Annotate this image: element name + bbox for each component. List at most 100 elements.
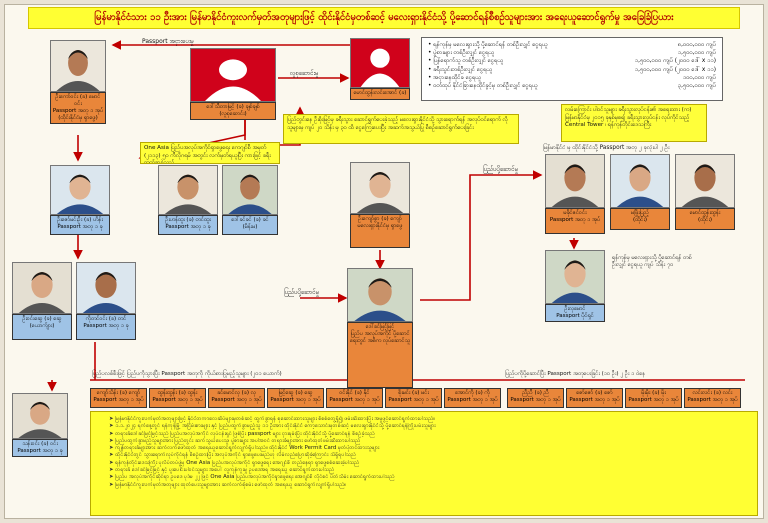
person-name: သန်းဝင်း (ခ) ဝင်း — [22, 441, 58, 447]
person-info: Passport ပိုင်ရှင် — [556, 313, 594, 319]
holder-info: Passport အတု ၁ အုပ် — [687, 397, 738, 403]
holder-info: Passport အတု ၁ အုပ် — [329, 397, 380, 403]
arrow-label-seized: ပြည်ပပို့ဆောင်မှု — [284, 289, 320, 296]
holder-info: Passport အတု ၁ အုပ် — [569, 397, 620, 403]
person-name: ကိုတင်ဝင်း (ခ) တင် — [85, 316, 127, 322]
person-label-p-right-2: မဖြိုးပြည့်(ထိုင်း) — [610, 208, 670, 230]
holder-name: ခင်မောင်လှ (ခ) လှ — [217, 390, 256, 396]
person-photo-p-center-top — [350, 162, 410, 214]
passport-holder-box: ညီညီ (ခ) ညီPassport အတု ၁ အုပ် — [507, 388, 564, 408]
bottom-note-item: တရားခံ ဒေါ်ခင်မြင့်မြင့် နှင့် ပူးပေါင်း… — [109, 467, 751, 474]
person-info: Passport အတု ၁ ခု — [17, 448, 63, 454]
person-info: Passport အတု ၁ ခု — [57, 224, 103, 230]
amount-row: ရန်ကုန်မှ မလေးရှားသို့ ပို့ဆောင်ရန် တစ်ဦ… — [428, 41, 716, 49]
top-right-note: လမ်းကြောင်း ပါဝင်သူများ ခရီးသွားလုပ်ငန်း… — [561, 104, 707, 142]
amount-label: ဝတ်ထုပ် နိုင်ငံခြားနေထိုင်ခွင့်မှ တစ်ဦးလ… — [428, 82, 537, 90]
person-label-p-top-left: ဦးကော်ဝင်း (ခ) မောင်ဝင်းPassport အတု ၁ အ… — [50, 92, 106, 124]
person-name: ဦးလှမောင် — [564, 306, 586, 312]
person-label-p-right-low: ဦးလှမောင်Passport ပိုင်ရှင် — [545, 304, 605, 322]
one-asia-note: One Asia ပြည်ပအလုပ်အကိုင်ရှာဖွေရေး ကေဂျင… — [140, 142, 280, 164]
holder-name: မိုးမိုး (ခ) မိုး — [641, 390, 666, 396]
amount-label: ပွဲစားများ တစ်ဦးလျှင် ငွေရယူ — [428, 49, 494, 57]
person-name: မောင်ထွန်းလင်းအောင် (ခ) — [353, 90, 407, 96]
person-info: (ထိုင်း) — [697, 217, 713, 223]
holder-info: Passport အတု ၁ အုပ် — [270, 397, 321, 403]
bottom-note-item: ကျန်တရားခံများအား ဆက်လက်ဖော်ထုတ် အရေးယူဆ… — [109, 445, 751, 452]
person-photo-bottom-left — [12, 393, 68, 439]
holder-info: Passport အတု ၁ အုပ် — [447, 397, 498, 403]
amount-label: ပြန်ရောက်သူ တစ်ဦးလျှင် ငွေရယူ — [428, 57, 503, 65]
amount-row: ဝတ်ထုပ် နိုင်ငံခြားနေထိုင်ခွင့်မှ တစ်ဦးလ… — [428, 82, 716, 90]
person-label-p-mid-b: ဒေါ်ခင်ခင် (ခ) ခင်(မိန်းမ) — [222, 215, 278, 235]
person-label-p-center-top: ဦးကျော်စွာ (ခ) ကျော်မလေးရှားနိုင်ငံမှ ရှ… — [350, 214, 410, 248]
holder-info: Passport အတု ၁ အုပ် — [388, 397, 439, 403]
amount-label: အငှားနေထိုင်ခ ငွေရယူ — [428, 74, 481, 82]
person-label-p-mid-left: ဦးဇော်မင်းဦး (ခ) ဟိန်းPassport အတု ၁ ခု — [50, 215, 110, 235]
bottom-notes-list: မြန်မာနိုင်ငံကူးလက်မှတ်အတုများဖြင့် နိုင… — [101, 416, 751, 489]
person-info: Passport အတု ၁ ခု — [83, 323, 129, 329]
holder-name: ကျော်သိန်း (ခ) ကျော် — [96, 390, 141, 396]
passport-holder-box: လင်းလင်း (ခ) လင်းPassport အတု ၁ အုပ် — [684, 388, 741, 408]
bottom-note-item: ၁.၁.၂၀၂၄ ရက်နေ့တွင် ရန်ကုန်မြို့ အငြိမ်း… — [109, 423, 751, 430]
person-photo-p-low-1 — [12, 262, 72, 314]
person-name: ဒေါ်သီတာမြင့် (ခ) ချစ်ချစ် — [206, 104, 260, 110]
amount-value: ၁,၅၀၀,၀၀၀ ကျပ် (၂၀၀၀ ဒေါ် x ၁၁) — [634, 66, 716, 73]
bottom-note-item: တရားခံဒေါ်ခင်မြင့်မြင့်သည် ပြည်ပအလုပ်အကိ… — [109, 431, 751, 438]
person-label-p-right-1: မခိုင်ဇင်ဝင်းPassport အတု ၁ အုပ် — [545, 208, 605, 234]
line-center-to-right — [420, 170, 543, 301]
passport-holder-box: စိုးမင်း (ခ) မင်းPassport အတု ၁ အုပ် — [385, 388, 442, 408]
bottom-note-item: ထိုင်းနိုင်ငံတွင် သွားရောက်လုပ်ကိုင်ရန် … — [109, 452, 751, 459]
bottom-note-item: ပြည်ပ အလုပ်အကိုင်ဆိုင်ရာ ဥပဒေ ပုဒ်မ ၂၂ ဖ… — [109, 474, 751, 481]
person-info: ပြည်ပ အလုပ်အကိုင် ပို့ဆောင်ရေးတွင် အဓိက … — [350, 331, 410, 344]
bottom-note-item: မြန်မာနိုင်ငံကူးလက်မှတ်အတုများ ထုတ်ပေးသူ… — [109, 482, 751, 489]
person-info: (ယောက်ျား) — [29, 323, 55, 329]
person-info: (မိန်းမ) — [242, 224, 258, 230]
bottom-note-item: ရန်ကုန်တိုင်းဒေသကြီး ပုလိပ်တပ်ဖွဲ့မှ One… — [109, 460, 751, 467]
person-label-bottom-left: သန်းဝင်း (ခ) ဝင်း Passport အတု ၁ ခု — [12, 439, 68, 457]
person-photo-p-top-center — [190, 48, 276, 102]
holder-info: Passport အတု ၁ အုပ် — [628, 397, 679, 403]
amount-value: ၁,၅၀၀,၀၀၀ ကျပ် (၂၀၀၀ ဒေါ် x ၁၁) — [634, 58, 716, 65]
person-label-p-right-3: မောင်ထွန်းထွန်း(ထိုင်း) — [675, 208, 735, 230]
arrow-label-brokerage: လူစုဆောင်းမှု — [290, 70, 319, 77]
center-note: ပြည်တွင်းနေ ဦးစိုးမြင့်မှ ခရီးသွား ဆောင်… — [283, 114, 519, 144]
passport-holder-box: မြင့်ဆွေ (ခ) ဆွေPassport အတု ၁ အုပ် — [267, 388, 324, 408]
person-info: (လူစုဆောင်း) — [219, 111, 247, 117]
holder-info: Passport အတု ၁ အုပ် — [93, 397, 144, 403]
person-photo-p-center-main — [347, 268, 413, 322]
amounts-box: ရန်ကုန်မှ မလေးရှားသို့ ပို့ဆောင်ရန် တစ်ဦ… — [421, 37, 723, 101]
person-name: ဦးဝင်းဆွေ (ခ) ဆွေ — [22, 316, 62, 322]
passport-left-header: ပြည်ပလစ်စီးဖြင့် ပြည်ပကိုသွားပြီး Passpo… — [92, 371, 282, 377]
person-name: မဖြိုးပြည့် — [631, 210, 649, 216]
arrow-label-passport-lent: Passport အငှားပေးမှု — [142, 38, 194, 45]
person-name: ဦးကော်ဝင်း (ခ) မောင်ဝင်း — [55, 94, 101, 107]
person-photo-p-top-left — [50, 40, 106, 92]
person-name: ဒေါ်ခင်ခင် (ခ) ခင် — [231, 217, 269, 223]
holder-info: Passport အတု ၁ အုပ် — [152, 397, 203, 403]
amount-value: ၁,၅၀၀,၀၀၀ ကျပ် — [677, 50, 716, 57]
amount-label: ခရီးသွင်းတစ်ဦးလျှင် ငွေရယူ — [428, 66, 492, 74]
passport-holder-box: မိုးမိုး (ခ) မိုးPassport အတု ၁ အုပ် — [625, 388, 682, 408]
holder-name: အောင်ကို (ခ) ကို — [455, 390, 490, 396]
person-label-p-mid-a: ဦးဟန်ထူး (ခ) တင်ထူးPassport အတု ၁ ခု — [158, 215, 218, 235]
bottom-notes-box: မြန်မာနိုင်ငံကူးလက်မှတ်အတုများဖြင့် နိုင… — [90, 411, 758, 516]
holder-name: ညီညီ (ခ) ညီ — [522, 390, 549, 396]
holder-info: Passport အတု ၁ အုပ် — [510, 397, 561, 403]
passport-right-header: ပြည်ပကိုပို့ဆောင်ပြီး Passport အတုပေးခြင… — [505, 371, 646, 377]
person-name: ဒေါ်ခင်မြင့်မြင့် — [365, 324, 395, 330]
person-info: Passport အတု ၁ အုပ် — [549, 217, 601, 223]
person-label-p-top-right: မောင်ထွန်းလင်းအောင် (ခ) — [350, 88, 410, 100]
person-photo-p-right-2 — [610, 154, 670, 208]
bottom-note-item: ပြည်ပထွက်ခွာမည့်သူများအား ပြည်တွင်း ဆက်သ… — [109, 438, 751, 445]
person-name: မခိုင်ဇင်ဝင်း — [563, 210, 587, 216]
amount-row: ပွဲစားများ တစ်ဦးလျှင် ငွေရယူ ၁,၅၀၀,၀၀၀ ကျ… — [428, 49, 716, 57]
person-label-p-center-main: ဒေါ်ခင်မြင့်မြင့်ပြည်ပ အလုပ်အကိုင် ပို့ဆ… — [347, 322, 413, 388]
person-info: Passport အတု ၁ အုပ် (ထိုင်းနိုင်ငံမှ ရှာ… — [52, 108, 104, 121]
ringleader-note: ရန်ကုန်မှ မလေးရှားသို့ ပို့ဆောင်ရန် တစ်ဦ… — [612, 255, 692, 268]
holder-name: မြင့်ဆွေ (ခ) ဆွေ — [278, 390, 313, 396]
person-label-p-low-1: ဦးဝင်းဆွေ (ခ) ဆွေ(ယောက်ျား) — [12, 314, 72, 340]
amount-row: အငှားနေထိုင်ခ ငွေရယူ၁၀၀,၀၀၀ ကျပ် — [428, 74, 716, 82]
person-photo-p-top-right — [350, 38, 410, 88]
amount-value: ၈,၀၀၀,၀၀၀ ကျပ် — [677, 42, 716, 48]
